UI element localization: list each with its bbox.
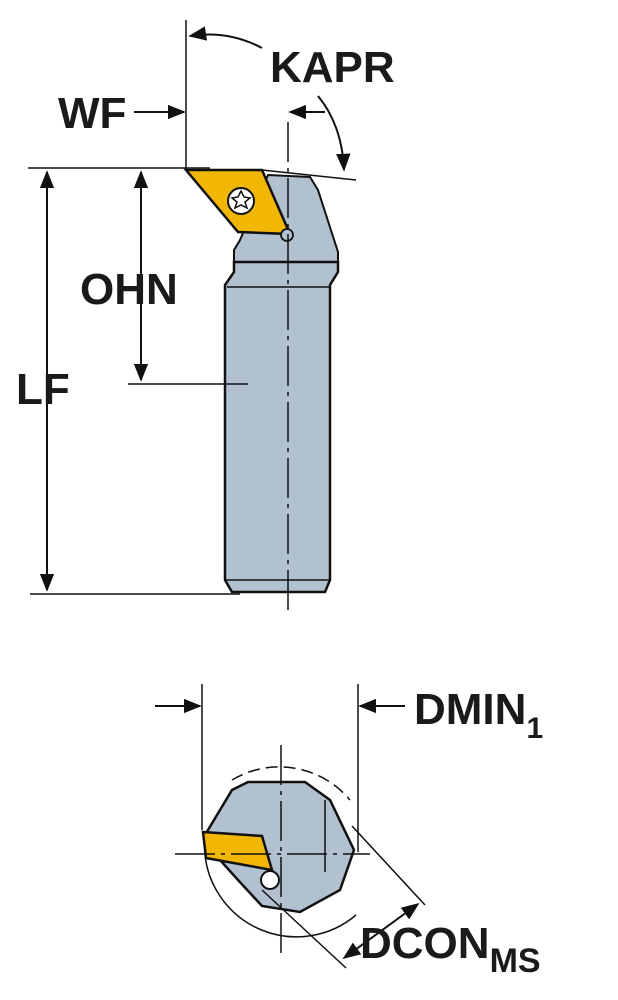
dcon-label: DCONMS — [360, 919, 541, 980]
dcon-main-text: DCON — [360, 919, 490, 968]
lf-label: LF — [16, 365, 70, 414]
kapr-label: KAPR — [270, 43, 395, 92]
end-view: DMIN1 DCONMS — [155, 684, 543, 980]
dmin-main-text: DMIN — [414, 685, 526, 734]
side-view: KAPR WF OHN LF — [16, 20, 395, 615]
kapr-arc-side — [317, 95, 351, 172]
tool-shank — [223, 260, 340, 594]
wf-label: WF — [58, 89, 126, 138]
dcon-dimension — [342, 902, 420, 960]
dcon-sub-text: MS — [490, 942, 541, 980]
coolant-hole — [260, 870, 280, 890]
torx-screw-icon — [227, 187, 255, 215]
insert-section — [201, 830, 274, 872]
clamp-pin — [280, 228, 294, 242]
dmin-label: DMIN1 — [414, 685, 543, 745]
dmin-sub-text: 1 — [526, 712, 543, 745]
kapr-arc-top — [188, 26, 263, 49]
ohn-label: OHN — [80, 265, 178, 314]
